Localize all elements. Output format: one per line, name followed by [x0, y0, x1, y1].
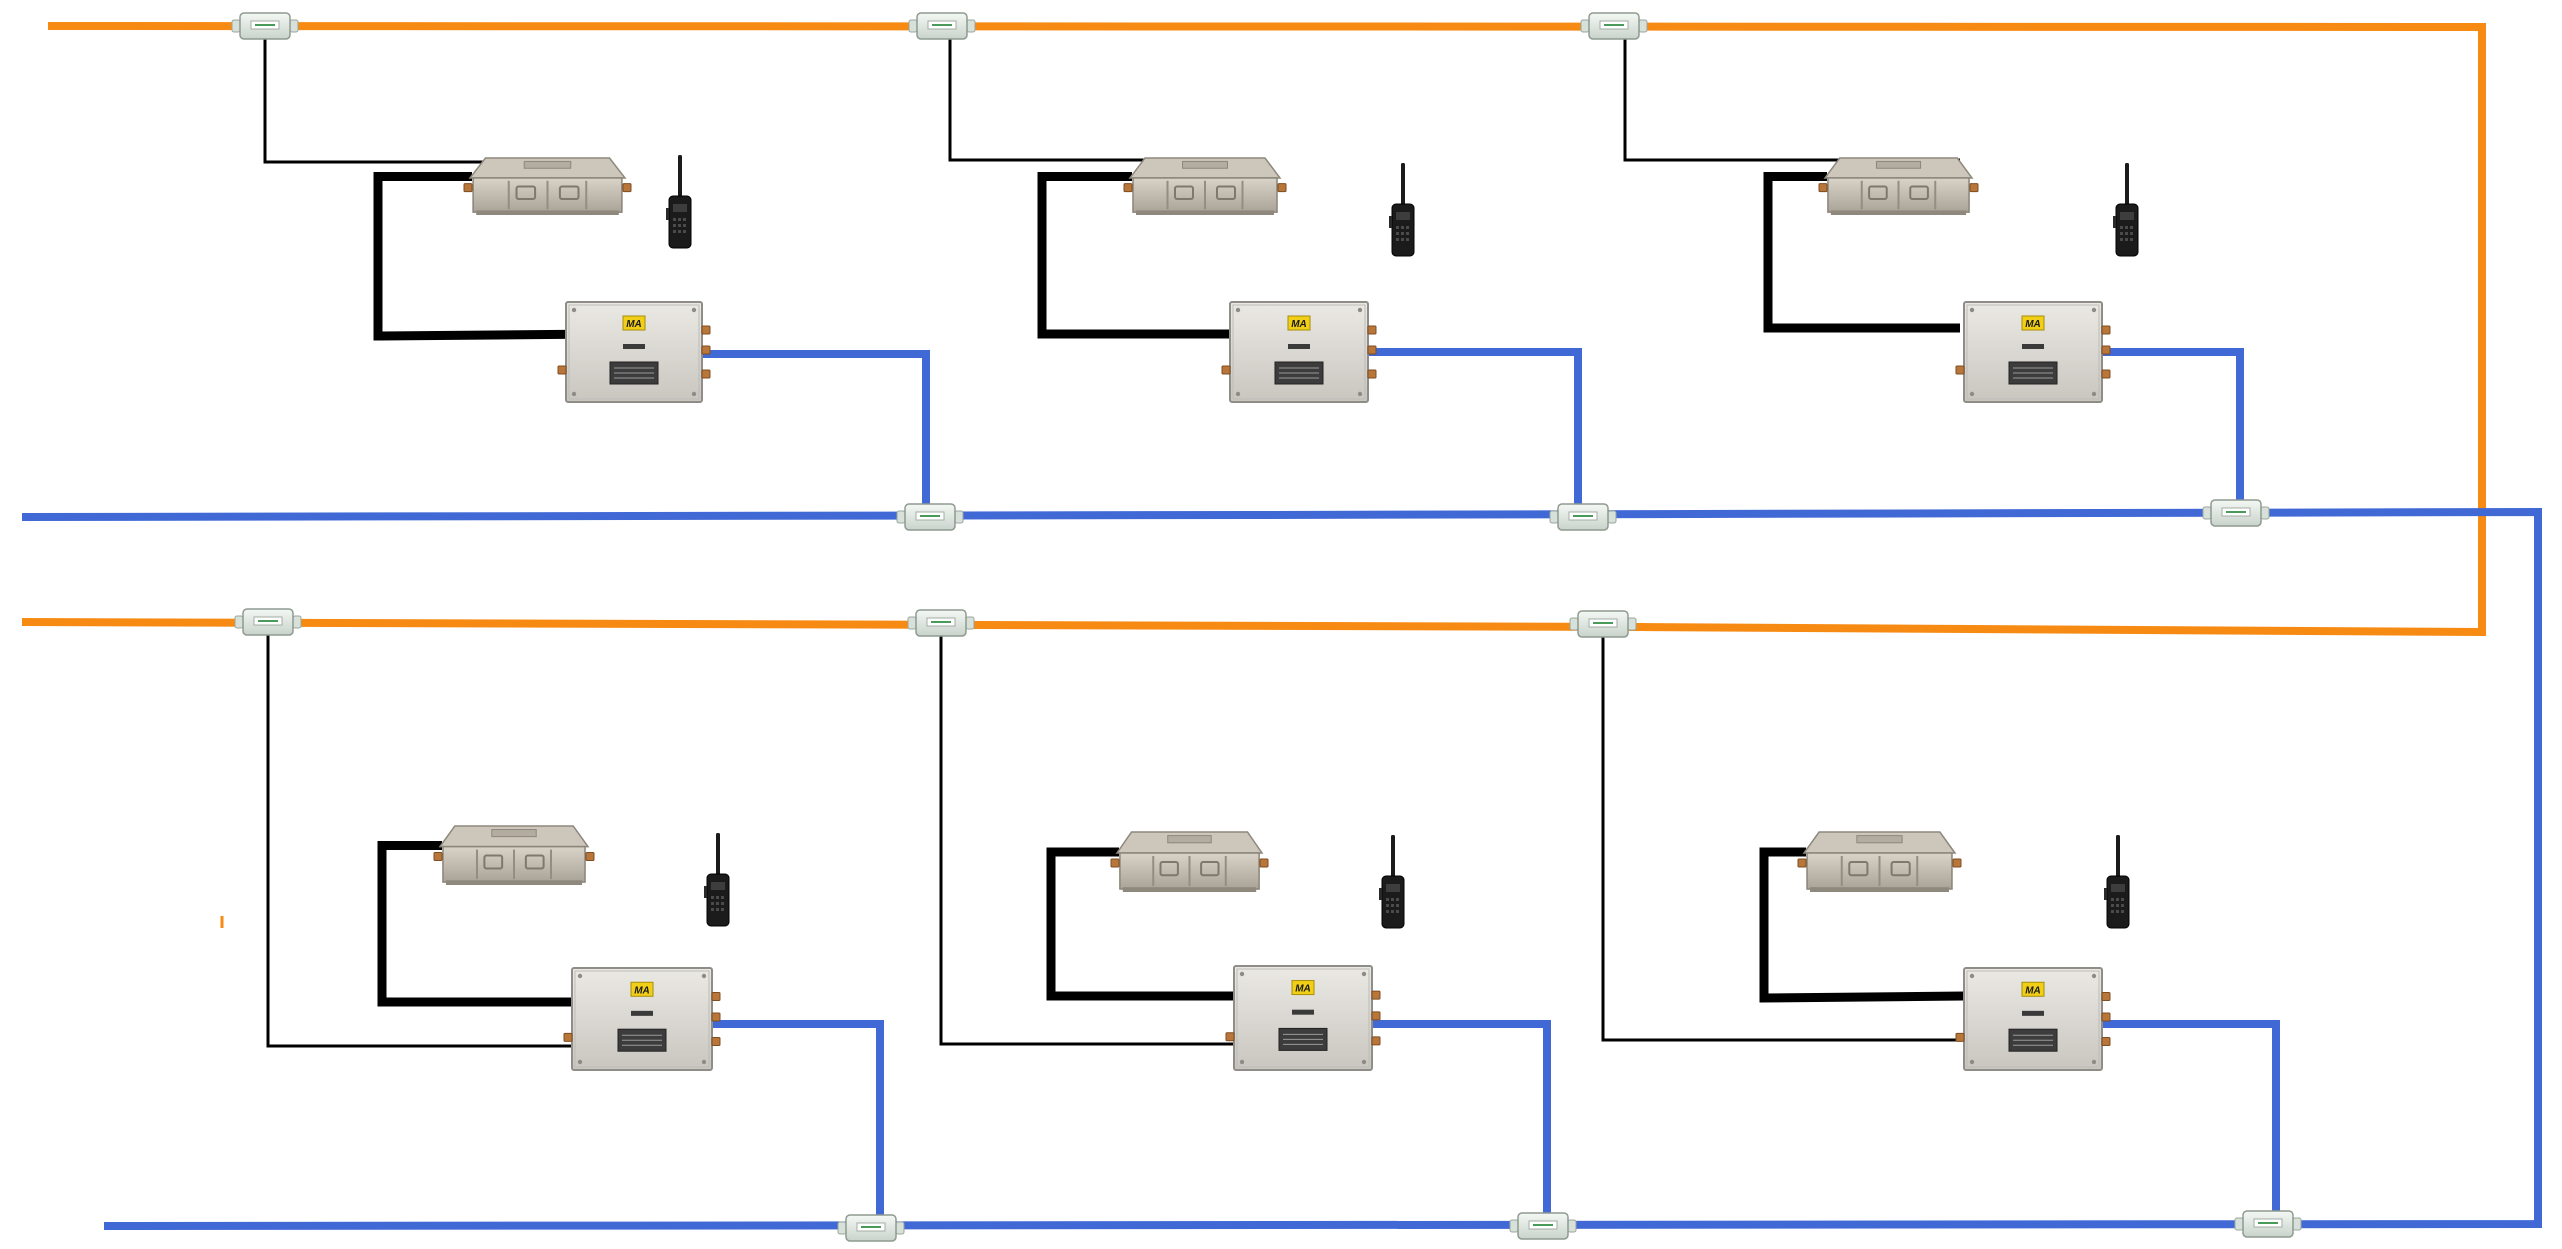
mine-communication-device: MA: [557, 301, 711, 403]
handheld-radio-icon: [704, 833, 730, 927]
node-1-power-cable: [373, 172, 604, 341]
explosion-proof-enclosure-icon: [1818, 157, 1979, 215]
node-3-power-cable: [1763, 172, 1960, 333]
ma-badge-label: MA: [2025, 985, 2041, 996]
node-2-blue-cable: [1368, 348, 1582, 505]
node-1-blue-cable: [702, 350, 930, 505]
node-2-power-cable: [1037, 172, 1254, 339]
cable-splitter-icon: [1549, 503, 1617, 531]
node-6-blue-cable: [2102, 1020, 2280, 1216]
cable-splitter-icon: [231, 12, 299, 40]
node-6-signal-cable: [1601, 624, 1964, 1042]
node-2-signal-cable: [948, 26, 1228, 162]
handheld-radio-icon: [1389, 163, 1415, 257]
explosion-proof-enclosure-icon: [1110, 831, 1269, 892]
explosion-proof-enclosure-icon: [1123, 157, 1287, 215]
cable-splitter-icon: [837, 1214, 905, 1242]
node-4-blue-cable: [712, 1020, 884, 1216]
devices: MA MA MA MA MA MA: [231, 12, 2302, 1242]
handheld-radio-icon: [666, 155, 692, 249]
cable-splitter-icon: [234, 608, 302, 636]
cable-splitter-icon: [1509, 1212, 1577, 1240]
mine-communication-device: MA: [1225, 965, 1381, 1071]
node-5-signal-cable: [939, 622, 1236, 1046]
node-4-signal-cable: [266, 622, 572, 1048]
ma-badge-label: MA: [626, 319, 642, 330]
node-4-power-cable: [377, 841, 573, 1007]
cable-splitter-icon: [907, 609, 975, 637]
node-3-blue-cable: [2102, 348, 2244, 505]
explosion-proof-enclosure-icon: [1797, 831, 1962, 892]
node-5-power-cable: [1046, 847, 1236, 1001]
cable-splitter-icon: [2202, 499, 2270, 527]
node-6-power-cable: [1759, 847, 1965, 1003]
cable-splitter-icon: [2234, 1210, 2302, 1238]
node-5-blue-cable: [1372, 1020, 1551, 1216]
node-3-signal-cable: [1623, 26, 1960, 162]
ma-badge-label: MA: [2025, 319, 2041, 330]
cable-splitter-icon: [1580, 12, 1648, 40]
handheld-radio-icon: [1379, 835, 1405, 929]
ma-badge-label: MA: [634, 985, 650, 996]
explosion-proof-enclosure-icon: [433, 825, 595, 885]
handheld-radio-icon: [2104, 835, 2130, 929]
orange-trunk-line-upper: [21, 22, 2486, 637]
handheld-radio-icon: [2113, 163, 2139, 257]
mine-communication-device: MA: [1955, 301, 2111, 403]
node-1-signal-cable: [263, 26, 564, 164]
mine-communication-device: MA: [563, 967, 721, 1071]
cable-splitter-icon: [896, 503, 964, 531]
cable-splitter-icon: [1569, 610, 1637, 638]
ma-badge-label: MA: [1291, 319, 1307, 330]
mine-communication-device: MA: [1221, 301, 1377, 403]
cable-splitter-icon: [908, 12, 976, 40]
explosion-proof-enclosure-icon: [463, 157, 632, 215]
ma-badge-label: MA: [1295, 984, 1311, 995]
blue-trunk-line-lower: [21, 507, 2542, 1230]
mine-communication-device: MA: [1955, 967, 2111, 1071]
